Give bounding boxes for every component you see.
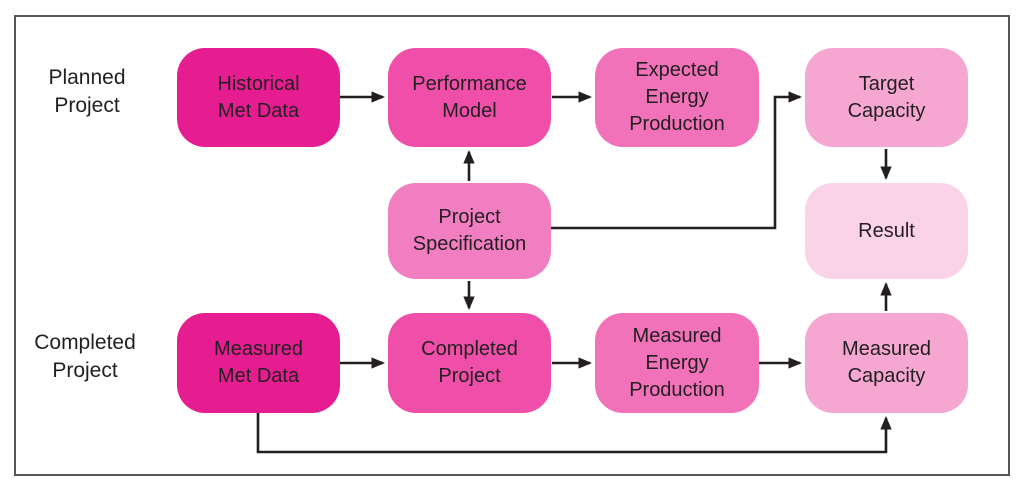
figure-border <box>14 15 1010 476</box>
row-label-completed-project: Completed Project <box>34 331 136 382</box>
row-label-planned-project: Planned Project <box>48 66 126 117</box>
node-measured-energy-production: Measured Energy Production <box>595 313 759 413</box>
node-label: Performance Model <box>412 72 527 122</box>
node-measured-capacity: Measured Capacity <box>805 313 968 413</box>
node-measured-met-data: Measured Met Data <box>177 313 340 413</box>
node-result: Result <box>805 183 968 279</box>
node-label: Measured Energy Production <box>629 324 725 401</box>
node-label: Project Specification <box>412 206 527 255</box>
node-completed-project: Completed Project <box>388 313 551 413</box>
node-label: Completed Project <box>421 338 518 387</box>
node-historical-met-data: Historical Met Data <box>177 48 340 147</box>
node-expected-energy-production: Expected Energy Production <box>595 48 759 147</box>
node-label: Result <box>858 219 915 242</box>
node-label: Measured Met Data <box>214 338 303 387</box>
node-label: Historical Met Data <box>217 72 300 122</box>
node-performance-model: Performance Model <box>388 48 551 147</box>
node-label: Target Capacity <box>847 72 926 122</box>
node-label: Expected Energy Production <box>629 59 725 135</box>
node-project-specification: Project Specification <box>388 183 551 279</box>
node-target-capacity: Target Capacity <box>805 48 968 147</box>
node-label: Measured Capacity <box>842 338 931 387</box>
